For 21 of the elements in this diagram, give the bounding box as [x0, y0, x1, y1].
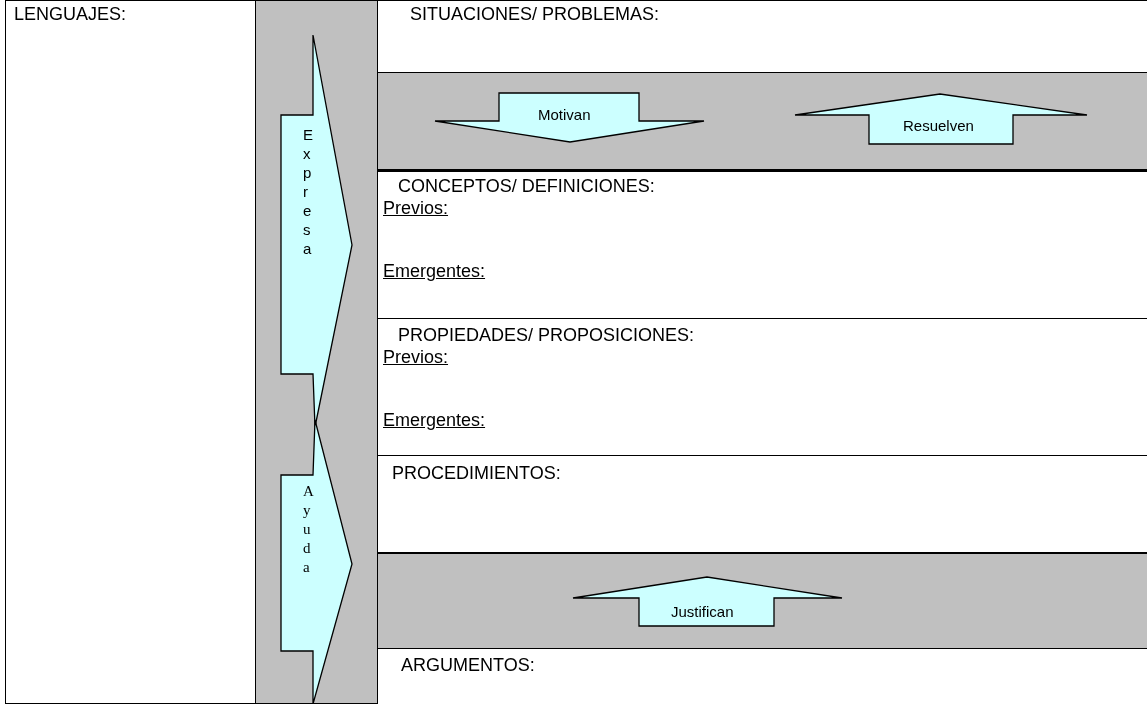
edge-label: Resuelven	[903, 117, 974, 135]
section-heading: LENGUAJES:	[14, 3, 127, 25]
edge-label: Motivan	[538, 106, 591, 124]
edge-label: Ayuda	[303, 482, 318, 577]
block-arrow	[572, 576, 843, 627]
edge-label: Justifican	[671, 603, 734, 621]
section-heading: PROCEDIMIENTOS:	[392, 462, 561, 484]
table-cell	[377, 0, 1147, 73]
subheading: Emergentes:	[383, 260, 486, 282]
block-arrow	[280, 419, 353, 704]
edge-label: Expresa	[303, 125, 318, 258]
subheading: Emergentes:	[383, 409, 486, 431]
table-cell	[5, 0, 256, 704]
block-arrow	[794, 93, 1088, 145]
section-heading: CONCEPTOS/ DEFINICIONES:	[398, 175, 655, 197]
subheading: Previos:	[383, 197, 449, 219]
section-heading: SITUACIONES/ PROBLEMAS:	[410, 3, 660, 25]
section-heading: ARGUMENTOS:	[401, 654, 535, 676]
subheading: Previos:	[383, 346, 449, 368]
section-heading: PROPIEDADES/ PROPOSICIONES:	[398, 324, 695, 346]
block-arrow	[434, 92, 705, 143]
